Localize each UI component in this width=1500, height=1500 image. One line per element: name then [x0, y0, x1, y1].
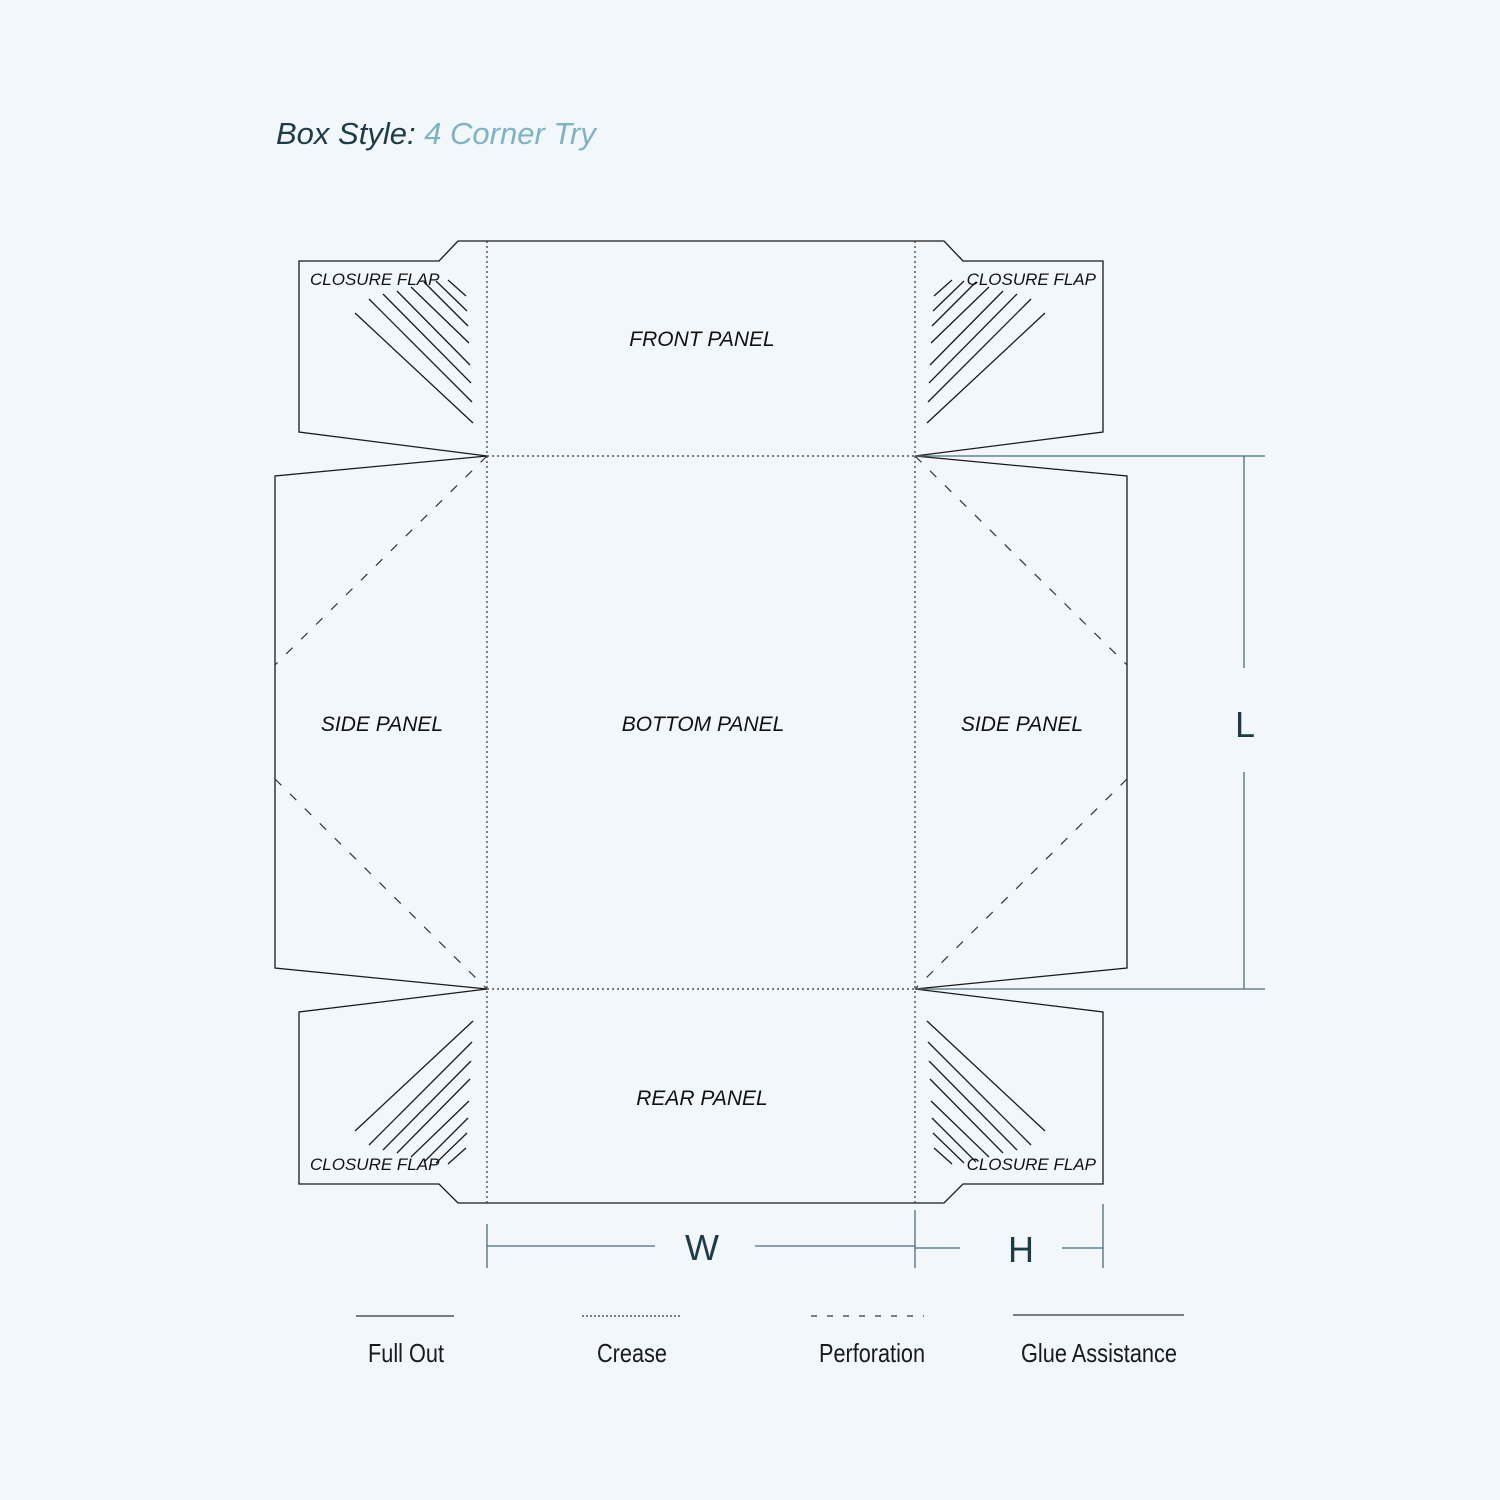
legend-item-perforation: Perforation — [811, 1315, 925, 1368]
side-panel-left-label: SIDE PANEL — [321, 713, 443, 736]
perforation-lines — [274, 455, 1128, 990]
closure-flap-bottom-left-label: CLOSURE FLAP — [310, 1155, 440, 1174]
legend-glue-assistance-label: Glue Assistance — [1021, 1338, 1177, 1368]
box-style-value: 4 Corner Try — [424, 116, 596, 151]
glue-hatch-top-left — [354, 279, 474, 424]
closure-flap-bottom-right-label: CLOSURE FLAP — [967, 1155, 1097, 1174]
legend-item-full-out: Full Out — [356, 1315, 454, 1368]
length-dimension: L — [915, 455, 1265, 990]
legend-item-crease: Crease — [582, 1315, 681, 1368]
height-label: H — [1008, 1229, 1034, 1270]
side-panel-right-label: SIDE PANEL — [961, 713, 1083, 736]
box-style-label: Box Style: — [276, 116, 416, 151]
crease-lines — [486, 241, 916, 1203]
front-panel-label: FRONT PANEL — [629, 328, 774, 351]
closure-flap-top-left-label: CLOSURE FLAP — [310, 270, 440, 289]
glue-hatch-top-right — [926, 279, 1046, 424]
bottom-panel-label: BOTTOM PANEL — [622, 713, 785, 736]
glue-hatch-bottom-left — [354, 1020, 474, 1165]
closure-flap-top-right-label: CLOSURE FLAP — [967, 270, 1097, 289]
legend-full-out-label: Full Out — [368, 1338, 445, 1368]
legend-perforation-label: Perforation — [819, 1338, 925, 1368]
glue-hatch-bottom-right — [926, 1020, 1046, 1165]
legend: Full Out Crease Perforation Glue Assista… — [356, 1314, 1184, 1368]
height-dimension: H — [915, 1204, 1104, 1270]
box-style-title: Box Style: 4 Corner Try — [276, 116, 596, 152]
legend-item-glue-assistance: Glue Assistance — [1013, 1314, 1184, 1368]
width-dimension: W — [486, 1210, 916, 1268]
length-label: L — [1235, 704, 1255, 745]
legend-crease-label: Crease — [597, 1338, 667, 1368]
width-label: W — [685, 1227, 719, 1268]
rear-panel-label: REAR PANEL — [636, 1087, 768, 1110]
